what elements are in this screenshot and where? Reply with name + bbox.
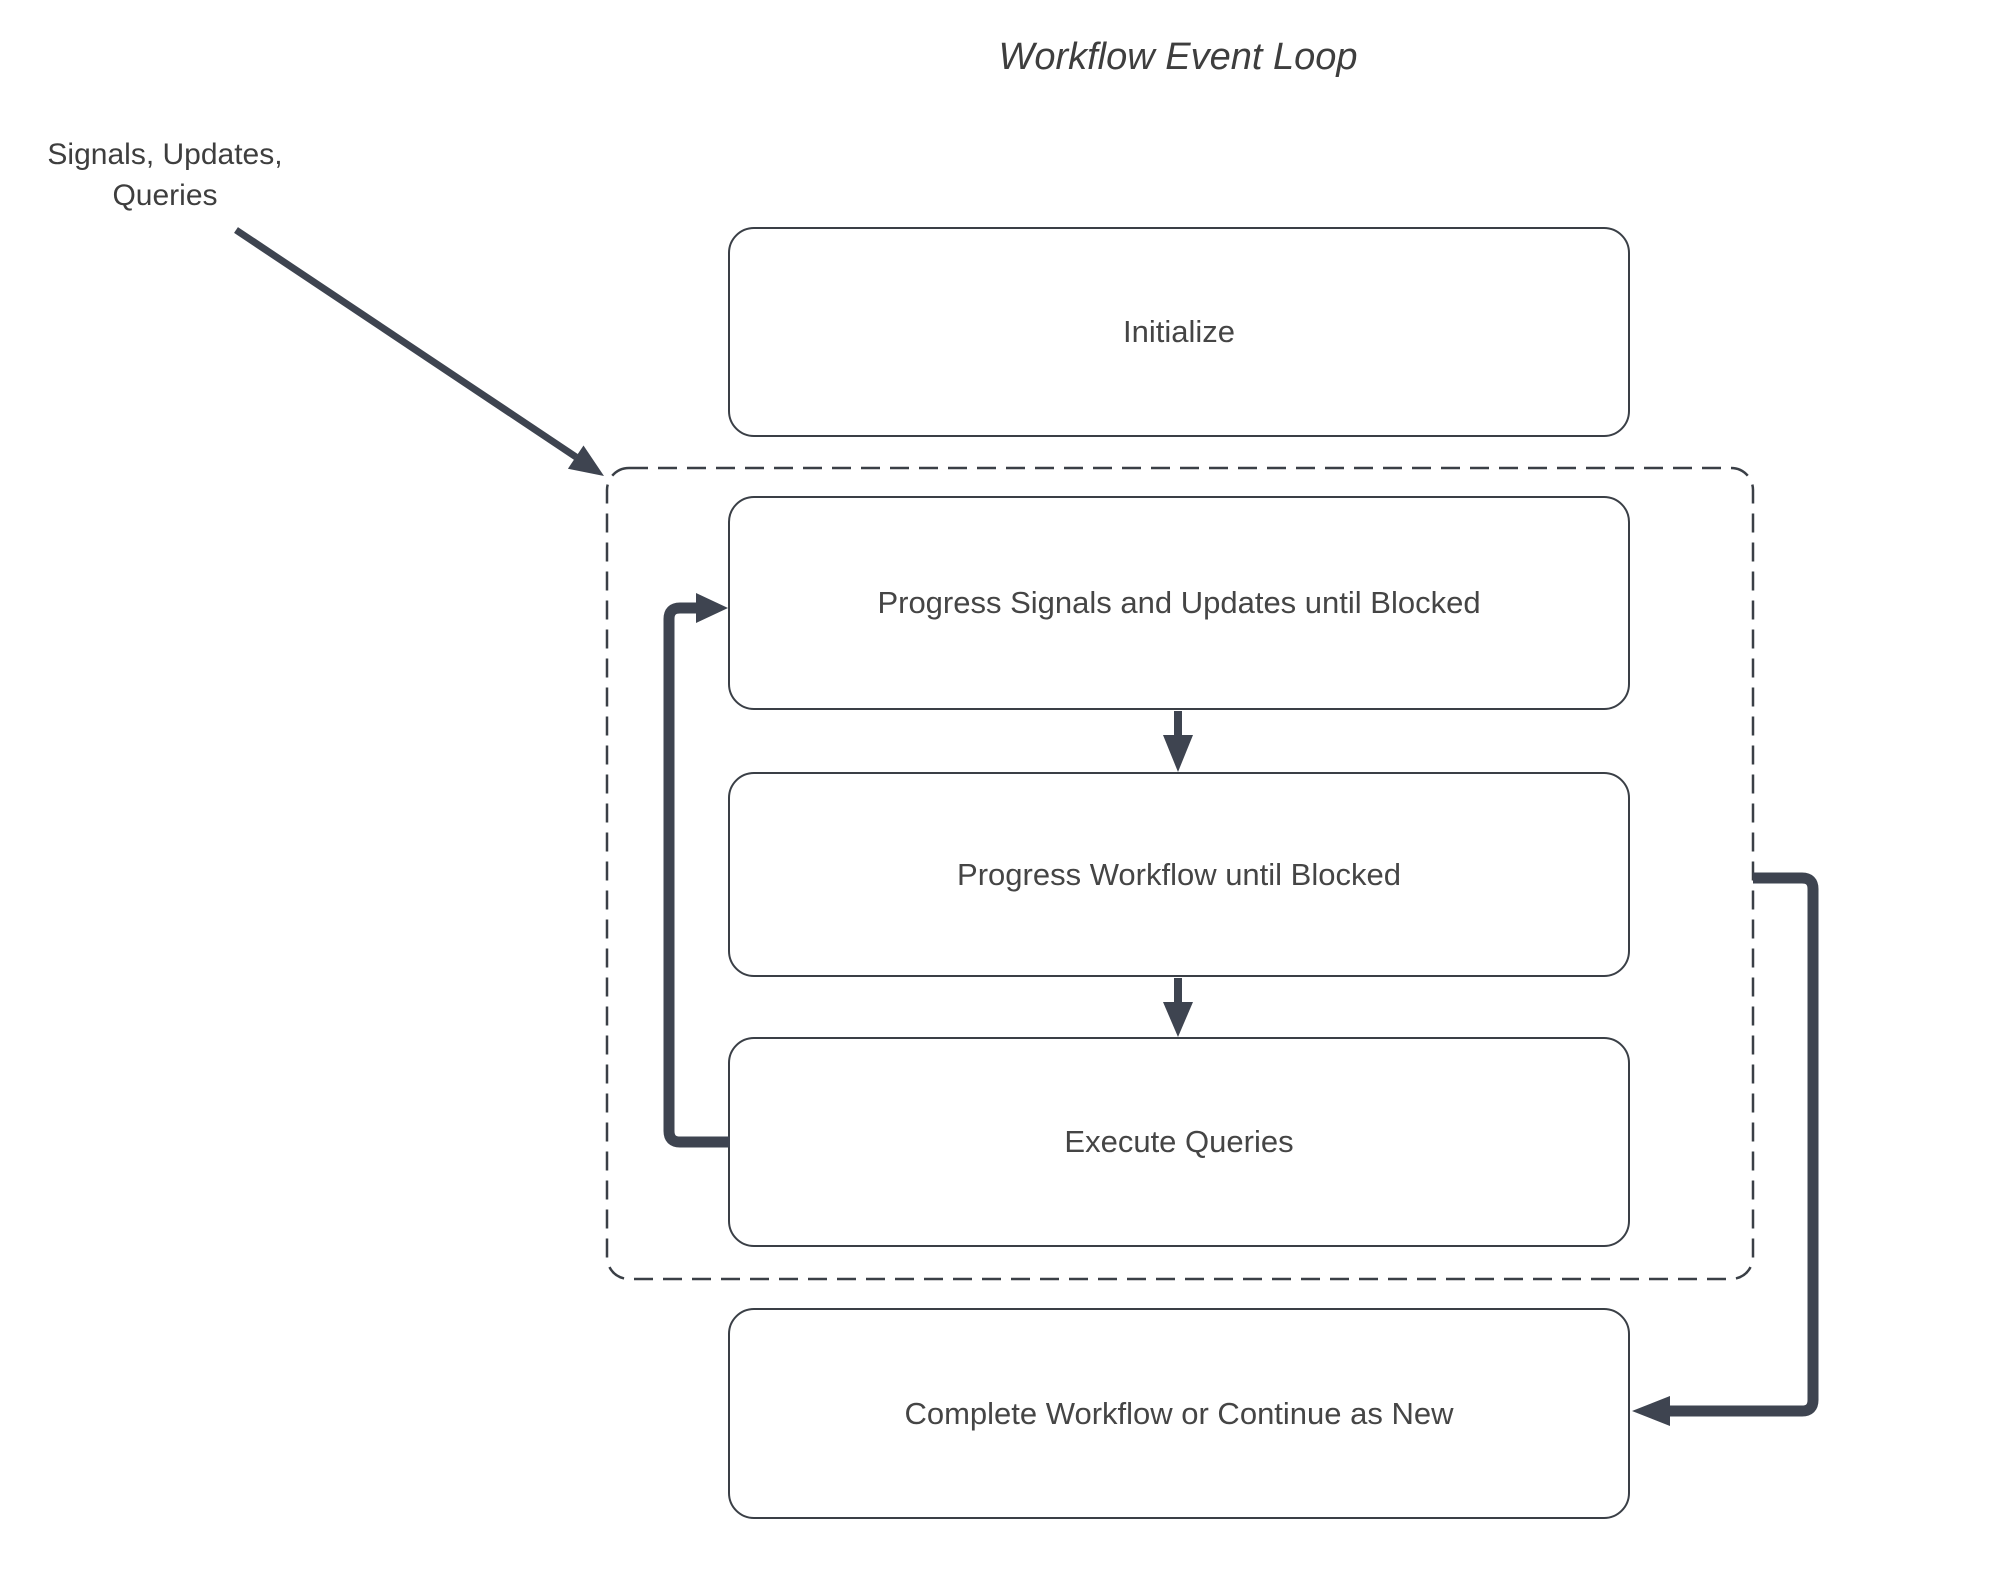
arrow-to-complete-icon xyxy=(1632,872,1819,1426)
annotation-line-1: Signals, Updates, xyxy=(47,138,283,171)
node-progress-signals-and-updates: Progress Signals and Updates until Block… xyxy=(728,496,1630,710)
signals-updates-queries-label: Signals, Updates, Queries xyxy=(12,134,318,216)
node-complete-workflow: Complete Workflow or Continue as New xyxy=(728,1308,1630,1519)
node-execute-queries: Execute Queries xyxy=(728,1037,1630,1247)
node-execute-queries-label: Execute Queries xyxy=(1064,1124,1294,1159)
node-progress-workflow: Progress Workflow until Blocked xyxy=(728,772,1630,977)
node-progress-workflow-label: Progress Workflow until Blocked xyxy=(957,856,1401,892)
arrow-signals-into-loop-icon xyxy=(234,227,604,476)
annotation-line-2: Queries xyxy=(112,179,218,212)
node-initialize-label: Initialize xyxy=(1123,314,1235,349)
node-complete-workflow-label: Complete Workflow or Continue as New xyxy=(904,1395,1454,1431)
arrow-workflow-to-queries-icon xyxy=(1163,978,1193,1037)
arrow-signals-to-workflow-icon xyxy=(1163,711,1193,772)
arrow-loopback-icon xyxy=(663,593,730,1148)
node-initialize: Initialize xyxy=(728,227,1630,437)
node-progress-signals-label: Progress Signals and Updates until Block… xyxy=(877,585,1481,620)
page-title: Workflow Event Loop xyxy=(998,36,1358,78)
